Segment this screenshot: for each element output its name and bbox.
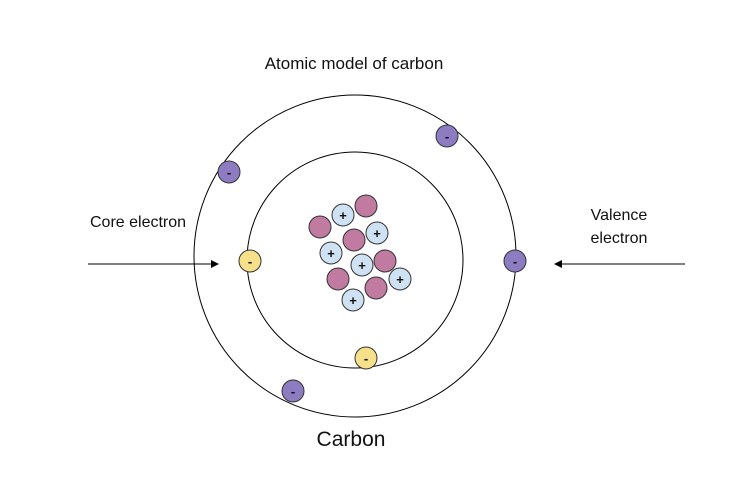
- electron-sign: -: [227, 165, 231, 180]
- valence-electron-label-line2: electron: [591, 230, 648, 247]
- neutron: [326, 267, 350, 291]
- neutron: [308, 215, 332, 239]
- nucleus: + + + + + +: [308, 194, 412, 312]
- proton-sign: +: [373, 226, 381, 241]
- proton: +: [365, 221, 389, 245]
- core-electrons: - -: [238, 249, 378, 370]
- proton: +: [331, 203, 355, 227]
- proton: +: [319, 241, 343, 265]
- neutron: [342, 228, 366, 252]
- core-electron: -: [354, 346, 378, 370]
- valence-electron-label-line1: Valence: [591, 207, 648, 224]
- neutron: [354, 194, 378, 218]
- proton-sign: +: [327, 246, 335, 261]
- neutron: [373, 249, 397, 273]
- element-name: Carbon: [317, 428, 386, 451]
- diagram-title: Atomic model of carbon: [265, 54, 444, 73]
- electron-sign: -: [248, 254, 252, 269]
- proton: +: [341, 288, 365, 312]
- electron-sign: -: [291, 384, 295, 399]
- valence-electrons: - - - -: [217, 124, 527, 403]
- electron-sign: -: [364, 351, 368, 366]
- valence-electron: -: [281, 379, 305, 403]
- proton: +: [388, 267, 412, 291]
- proton: +: [350, 253, 374, 277]
- valence-electron: -: [503, 249, 527, 273]
- proton-sign: +: [339, 208, 347, 223]
- neutron: [364, 276, 388, 300]
- electron-sign: -: [445, 129, 449, 144]
- valence-electron: -: [217, 160, 241, 184]
- core-electron-label: Core electron: [90, 214, 186, 231]
- core-electron: -: [238, 249, 262, 273]
- electron-sign: -: [513, 254, 517, 269]
- valence-electron: -: [435, 124, 459, 148]
- proton-sign: +: [358, 258, 366, 273]
- proton-sign: +: [349, 293, 357, 308]
- proton-sign: +: [396, 272, 404, 287]
